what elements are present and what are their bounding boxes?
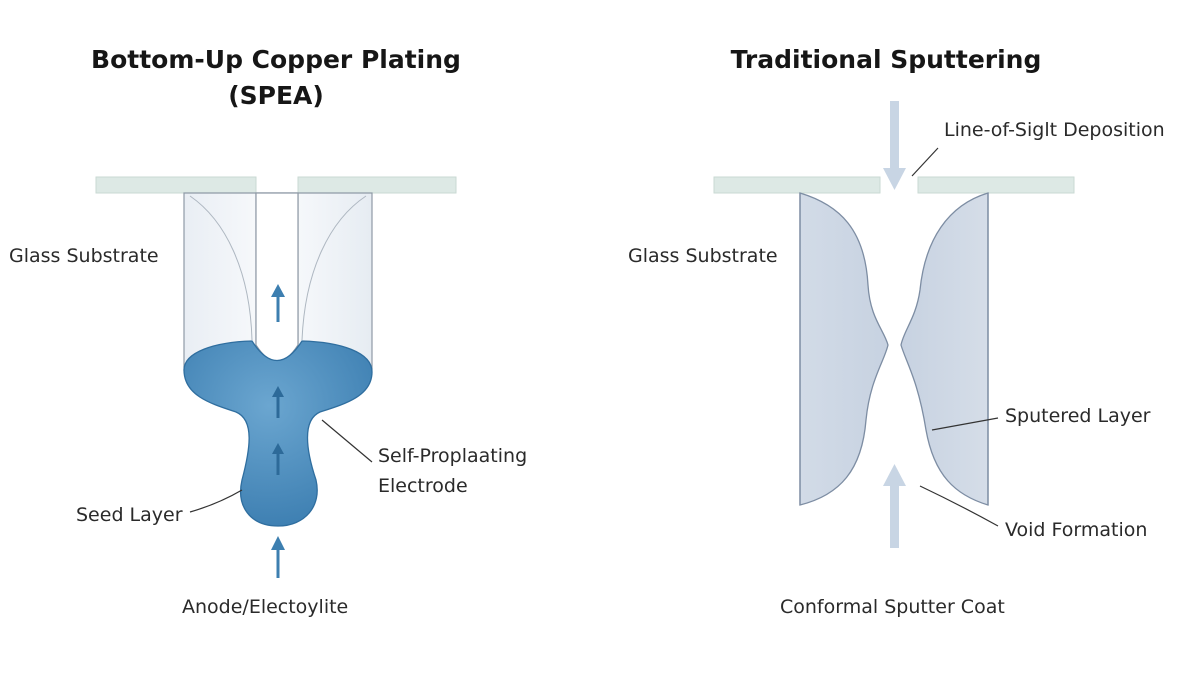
up-arrow-icon — [883, 464, 906, 548]
left-via-channel — [255, 192, 299, 362]
up-arrow-icon — [271, 284, 285, 322]
label-void-formation: Void Formation — [1005, 519, 1148, 541]
label-self-propagating-line2: Electrode — [378, 475, 468, 497]
leader-sputtered-layer — [931, 417, 999, 431]
sputtered-layer-right — [900, 192, 989, 506]
sputtered-layer-left — [799, 192, 889, 506]
label-anode-electrolyte: Anode/Electoylite — [182, 596, 349, 618]
left-title-line1: Bottom-Up Copper Plating — [91, 45, 461, 74]
label-conformal-coat: Conformal Sputter Coat — [780, 596, 1005, 618]
label-self-propagating-electrode: Self-Proplaating Electrode — [378, 441, 527, 501]
label-self-propagating-line1: Self-Proplaating — [378, 445, 528, 467]
growth-arrows — [271, 284, 285, 578]
right-substrate-bar-left — [713, 176, 881, 194]
up-arrow-icon — [272, 443, 284, 475]
leader-self-propagating — [321, 419, 373, 463]
label-glass-substrate-left: Glass Substrate — [9, 245, 159, 267]
leader-line-of-sight — [911, 147, 939, 177]
label-sputtered-layer: Sputered Layer — [1005, 405, 1151, 427]
leader-seed-layer — [189, 489, 243, 513]
left-title: Bottom-Up Copper Plating (SPEA) — [66, 42, 486, 114]
up-arrow-icon — [272, 386, 284, 418]
leader-void-formation — [919, 485, 999, 527]
label-line-of-sight: Line-of-Siglt Deposition — [944, 119, 1165, 141]
up-arrow-icon — [271, 536, 285, 578]
left-via-curve-left — [189, 195, 253, 341]
left-substrate-bar-right — [297, 176, 457, 194]
right-substrate-bar-right — [917, 176, 1075, 194]
left-title-line2: (SPEA) — [228, 81, 324, 110]
label-seed-layer: Seed Layer — [76, 504, 183, 526]
right-title: Traditional Sputtering — [730, 45, 1042, 74]
copper-deposit — [183, 340, 373, 527]
left-substrate-bar-left — [95, 176, 257, 194]
down-arrow-icon — [883, 101, 906, 190]
left-via-curve-right — [301, 195, 367, 341]
label-glass-substrate-right: Glass Substrate — [628, 245, 778, 267]
